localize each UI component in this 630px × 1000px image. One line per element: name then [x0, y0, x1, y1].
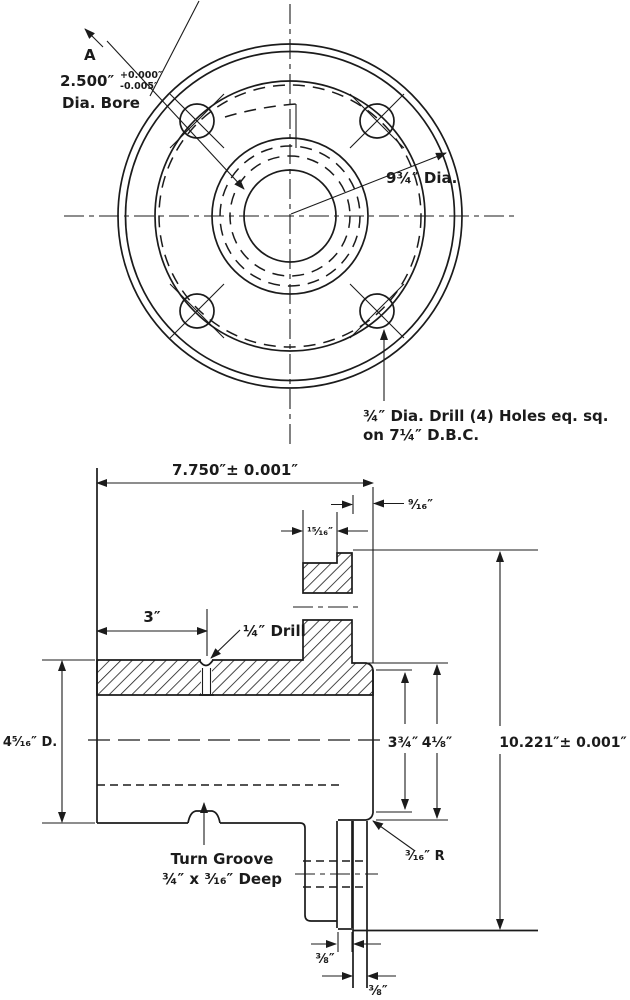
outer-disc-circle	[117, 43, 463, 389]
hidden-recess-circle	[229, 155, 351, 277]
boss-length-label: ⁹⁄₁₆″	[408, 498, 433, 513]
disc-a-thickness-label: ⅜″	[315, 952, 334, 967]
flange-od-circle	[124, 50, 456, 382]
boss-dia-label: 4⅛″	[422, 735, 453, 751]
turn-groove-label2: ¾″ x ³⁄₁₆″ Deep	[162, 870, 282, 888]
bolt-hole-top-left	[169, 93, 225, 149]
hub-circle	[211, 137, 369, 295]
datum-leader-line	[149, 0, 200, 97]
face-flat-label: 3¾″	[388, 735, 419, 751]
bore-dim-label: 2.500″	[60, 72, 114, 90]
datum-a-label: A	[84, 46, 96, 64]
bolt-hole-top-right	[349, 93, 405, 149]
drill-label: ¼″ Drill	[243, 622, 306, 640]
section-view: 7.750″± 0.001″ ⁹⁄₁₆″ ¹⁵⁄₁₆″ 3″ ¼″ Drill …	[3, 461, 627, 999]
boss-fillet-bottom	[365, 812, 374, 821]
overall-width-label: 7.750″± 0.001″	[172, 461, 298, 479]
flange-dia-leader	[290, 152, 447, 215]
flange-thickness-label: ¹⁵⁄₁₆″	[307, 525, 333, 538]
bore-tol-plus: +0.000″	[120, 70, 163, 81]
disc-dia-label: 10.221″± 0.001″	[499, 735, 626, 751]
drill-divot	[198, 659, 214, 667]
holes-note-line1: ¾″ Dia. Drill (4) Holes eq. sq.	[363, 407, 608, 425]
drill-channel	[201, 656, 212, 694]
bore-name-label: Dia. Bore	[62, 94, 140, 112]
front-view: A 2.500″ +0.000″ -0.005″ Dia. Bore 9¾″ D…	[60, 0, 608, 446]
holes-note-line2: on 7¼″ D.B.C.	[363, 426, 479, 444]
barrel-dia-label: 4⁵⁄₁₆″ D.	[3, 735, 57, 750]
bolt-circle-dashed	[158, 84, 422, 348]
raised-face-circle	[154, 80, 426, 352]
flange-dia-label: 9¾″ Dia.	[386, 169, 457, 187]
bore-tol-minus: -0.005″	[120, 81, 159, 92]
bolt-hole-bottom-right	[349, 283, 405, 339]
section-hatch	[96, 552, 374, 696]
fillet-radius-leader	[372, 820, 416, 852]
hidden-boss-circle	[219, 145, 361, 287]
bore-circle	[243, 169, 337, 263]
exterior-profile	[96, 468, 538, 988]
flange-bottom-corner	[299, 822, 337, 922]
fillet-radius-label: ³⁄₁₆″ R	[405, 849, 445, 864]
drill-position-label: 3″	[143, 608, 160, 626]
dimensions: 7.750″± 0.001″ ⁹⁄₁₆″ ¹⁵⁄₁₆″ 3″ ¼″ Drill …	[3, 461, 627, 999]
datum-a-arrow	[84, 28, 104, 48]
bolt-hole-bottom-left	[169, 283, 225, 339]
turn-groove-label1: Turn Groove	[171, 850, 274, 868]
disc-b-thickness-label: ⅜″	[368, 984, 387, 999]
flange-rim-section	[302, 552, 353, 594]
drill-leader	[210, 629, 241, 659]
hidden-feature-arc	[224, 103, 297, 118]
bore-leader	[106, 40, 245, 190]
extension-lines	[42, 487, 538, 952]
